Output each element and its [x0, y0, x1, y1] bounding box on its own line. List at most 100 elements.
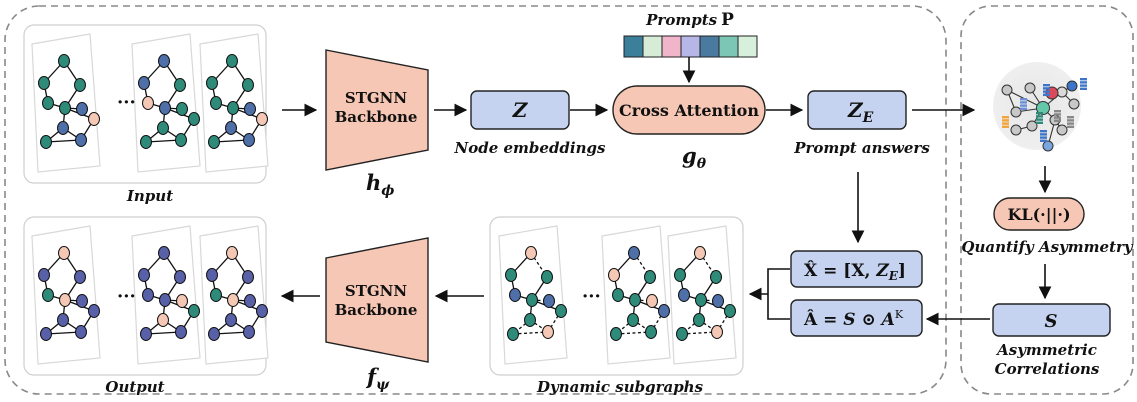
feature-bar	[1036, 118, 1043, 121]
graph-layer-output	[199, 225, 269, 365]
graph-node	[226, 54, 238, 68]
graph-layers	[31, 33, 737, 365]
graph-node	[138, 76, 150, 90]
asymmetric-network-icon	[1001, 78, 1087, 152]
graph-layer-output	[131, 225, 201, 365]
graph-node	[175, 325, 187, 339]
graph-node	[158, 246, 170, 260]
network-node	[1001, 84, 1013, 96]
graph-node	[645, 325, 657, 339]
graph-node	[244, 102, 256, 116]
subgraphs-ellipsis: ···	[582, 286, 601, 307]
graph-node	[38, 76, 50, 90]
prompt-cell	[661, 35, 682, 58]
graph-node	[543, 294, 555, 308]
graph-layer-output	[31, 225, 101, 365]
feature-bar	[1043, 84, 1050, 87]
input-caption: Input	[126, 187, 173, 205]
main-pipeline-frame	[4, 5, 947, 395]
graph-node	[629, 293, 641, 307]
graph-node	[724, 304, 736, 318]
graph-node	[644, 270, 656, 284]
network-node	[1056, 124, 1068, 136]
graph-layer-input	[199, 33, 269, 173]
feature-bar	[1040, 136, 1047, 139]
graph-layer-sub	[601, 225, 671, 365]
feature-bar	[1002, 125, 1009, 128]
graph-node	[507, 327, 519, 341]
graph-layer-sub	[498, 225, 568, 365]
asymmetric-caption-line1: Asymmetric	[995, 341, 1097, 359]
graph-node	[210, 288, 222, 302]
feature-bar	[1067, 119, 1074, 122]
network-node	[1026, 120, 1038, 132]
graph-node	[541, 270, 553, 284]
feature-bar	[1036, 121, 1043, 124]
feature-bar	[1002, 116, 1009, 119]
feature-bar	[1036, 115, 1043, 118]
graph-node	[509, 288, 521, 302]
graph-layer-sub	[667, 225, 737, 365]
graph-node	[188, 112, 200, 126]
cross-attention-function: gθ	[682, 143, 707, 172]
graph-node	[658, 304, 670, 318]
graph-node	[525, 246, 537, 260]
graph-node	[57, 313, 69, 327]
prompt-cell	[699, 35, 720, 58]
input-ellipsis: ···	[117, 92, 136, 113]
network-node	[1056, 86, 1068, 98]
graph-node	[59, 293, 71, 307]
output-caption: Output	[105, 378, 164, 396]
feature-bar	[1020, 104, 1027, 107]
graph-node	[695, 293, 707, 307]
graph-node	[42, 96, 54, 110]
prompt-cell	[642, 35, 663, 58]
graph-node	[243, 325, 255, 339]
prompt-cell	[680, 35, 701, 58]
graph-node	[75, 133, 87, 147]
network-node	[1010, 106, 1022, 118]
feature-bar	[1067, 116, 1074, 119]
graph-node	[627, 313, 639, 327]
feature-bar	[1040, 133, 1047, 136]
backbone-top-line1: STGNN	[345, 89, 408, 107]
graph-node	[711, 325, 723, 339]
graph-node	[646, 294, 658, 308]
feature-bar	[1043, 90, 1050, 93]
graph-node	[694, 246, 706, 260]
feature-bar	[1080, 78, 1087, 81]
graph-node	[505, 268, 517, 282]
graph-node	[526, 293, 538, 307]
ahat-box	[790, 299, 923, 337]
feature-bar	[1043, 87, 1050, 90]
graph-node	[612, 288, 624, 302]
subgraphs-caption: Dynamic subgraphs	[536, 378, 704, 396]
graph-node	[524, 313, 536, 327]
feature-bar	[1036, 112, 1043, 115]
feature-bar	[1040, 130, 1047, 133]
node-embeddings-caption: Node embeddings	[454, 139, 606, 157]
graph-node	[38, 268, 50, 282]
graph-node	[542, 325, 554, 339]
graph-node	[88, 112, 100, 126]
feature-bar	[1040, 139, 1047, 142]
output-ellipsis: ···	[117, 286, 136, 307]
graph-node	[174, 78, 186, 92]
graph-node	[138, 268, 150, 282]
graph-node	[58, 246, 70, 260]
graph-node	[40, 327, 52, 341]
graph-node	[158, 54, 170, 68]
backbone-bottom-function: fψ	[365, 364, 390, 393]
feature-bar	[1054, 113, 1061, 116]
backbone-top-line2: Backbone	[335, 108, 418, 126]
graph-edge	[716, 310, 731, 333]
graph-node	[74, 270, 86, 284]
graph-node	[608, 268, 620, 282]
graph-node	[176, 102, 188, 116]
ze-box	[807, 90, 907, 130]
graph-node	[175, 133, 187, 147]
feature-bar	[1054, 119, 1061, 122]
graph-node	[206, 76, 218, 90]
graph-node	[57, 121, 69, 135]
